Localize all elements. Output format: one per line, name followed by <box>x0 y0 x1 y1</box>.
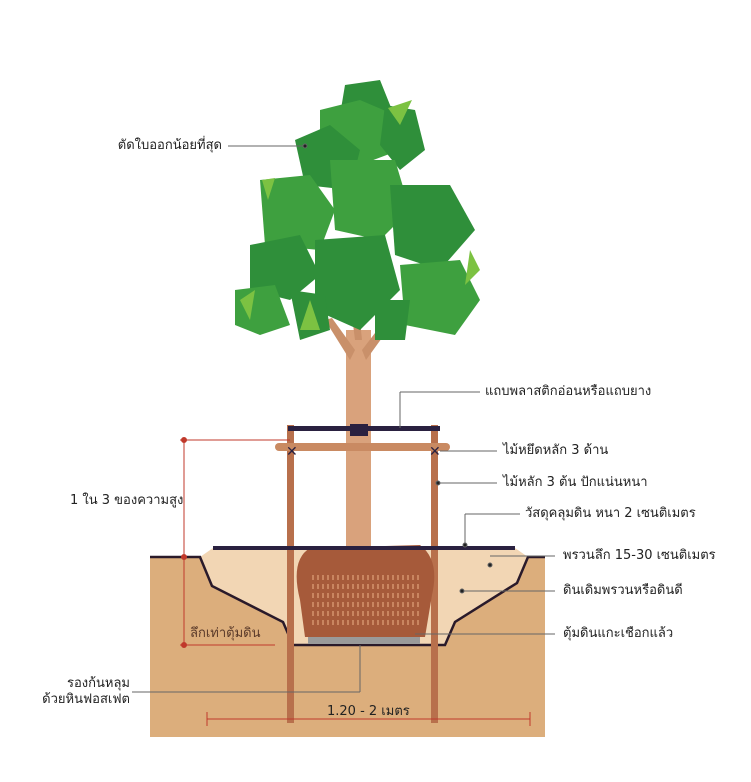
root-ball-texture <box>312 575 419 625</box>
label-width: 1.20 - 2 เมตร <box>327 704 410 719</box>
label-depth: ลึกเท่าตุ้มดิน <box>190 626 261 641</box>
trunk <box>346 330 371 548</box>
label-height-ratio: 1 ใน 3 ของความสูง <box>70 493 184 508</box>
label-stakes: ไม้หลัก 3 ต้น ปักแน่นหนา <box>503 475 648 490</box>
tree-crown <box>235 80 480 340</box>
tie-icon: ✕ <box>286 444 298 460</box>
label-mulch: วัสดุคลุมดิน หนา 2 เซนติเมตร <box>525 506 696 521</box>
label-base-line1: รองก้นหลุม <box>66 676 130 691</box>
label-loosen: พรวนลึก 15-30 เซนติเมตร <box>563 548 716 563</box>
label-base-line2: ด้วยหินฟอสเฟต <box>42 692 130 707</box>
label-rootball: ตุ้มดินแกะเชือกแล้ว <box>563 626 674 641</box>
mulch-layer <box>213 546 515 550</box>
label-prune: ตัดใบออกน้อยที่สุด <box>117 138 222 153</box>
label-brace: ไม้หยึดหลัก 3 ด้าน <box>503 443 609 458</box>
tie-icon: ✕ <box>429 444 441 460</box>
hole-outline <box>150 555 545 647</box>
brace-bar <box>275 443 450 451</box>
label-rubber-band: แถบพลาสติกอ่อนหรือแถบยาง <box>485 384 652 399</box>
label-backfill: ดินเดิมพรวนหรือดินดี <box>563 583 683 598</box>
leader-lines <box>132 143 555 693</box>
label-base: รองก้นหลุม ด้วยหินฟอสเฟต <box>40 676 130 708</box>
root-ball <box>296 545 435 637</box>
stake-left <box>287 425 294 723</box>
stake-right <box>431 425 438 723</box>
phosphate-gravel <box>308 637 420 644</box>
dimension-lines <box>180 437 531 726</box>
